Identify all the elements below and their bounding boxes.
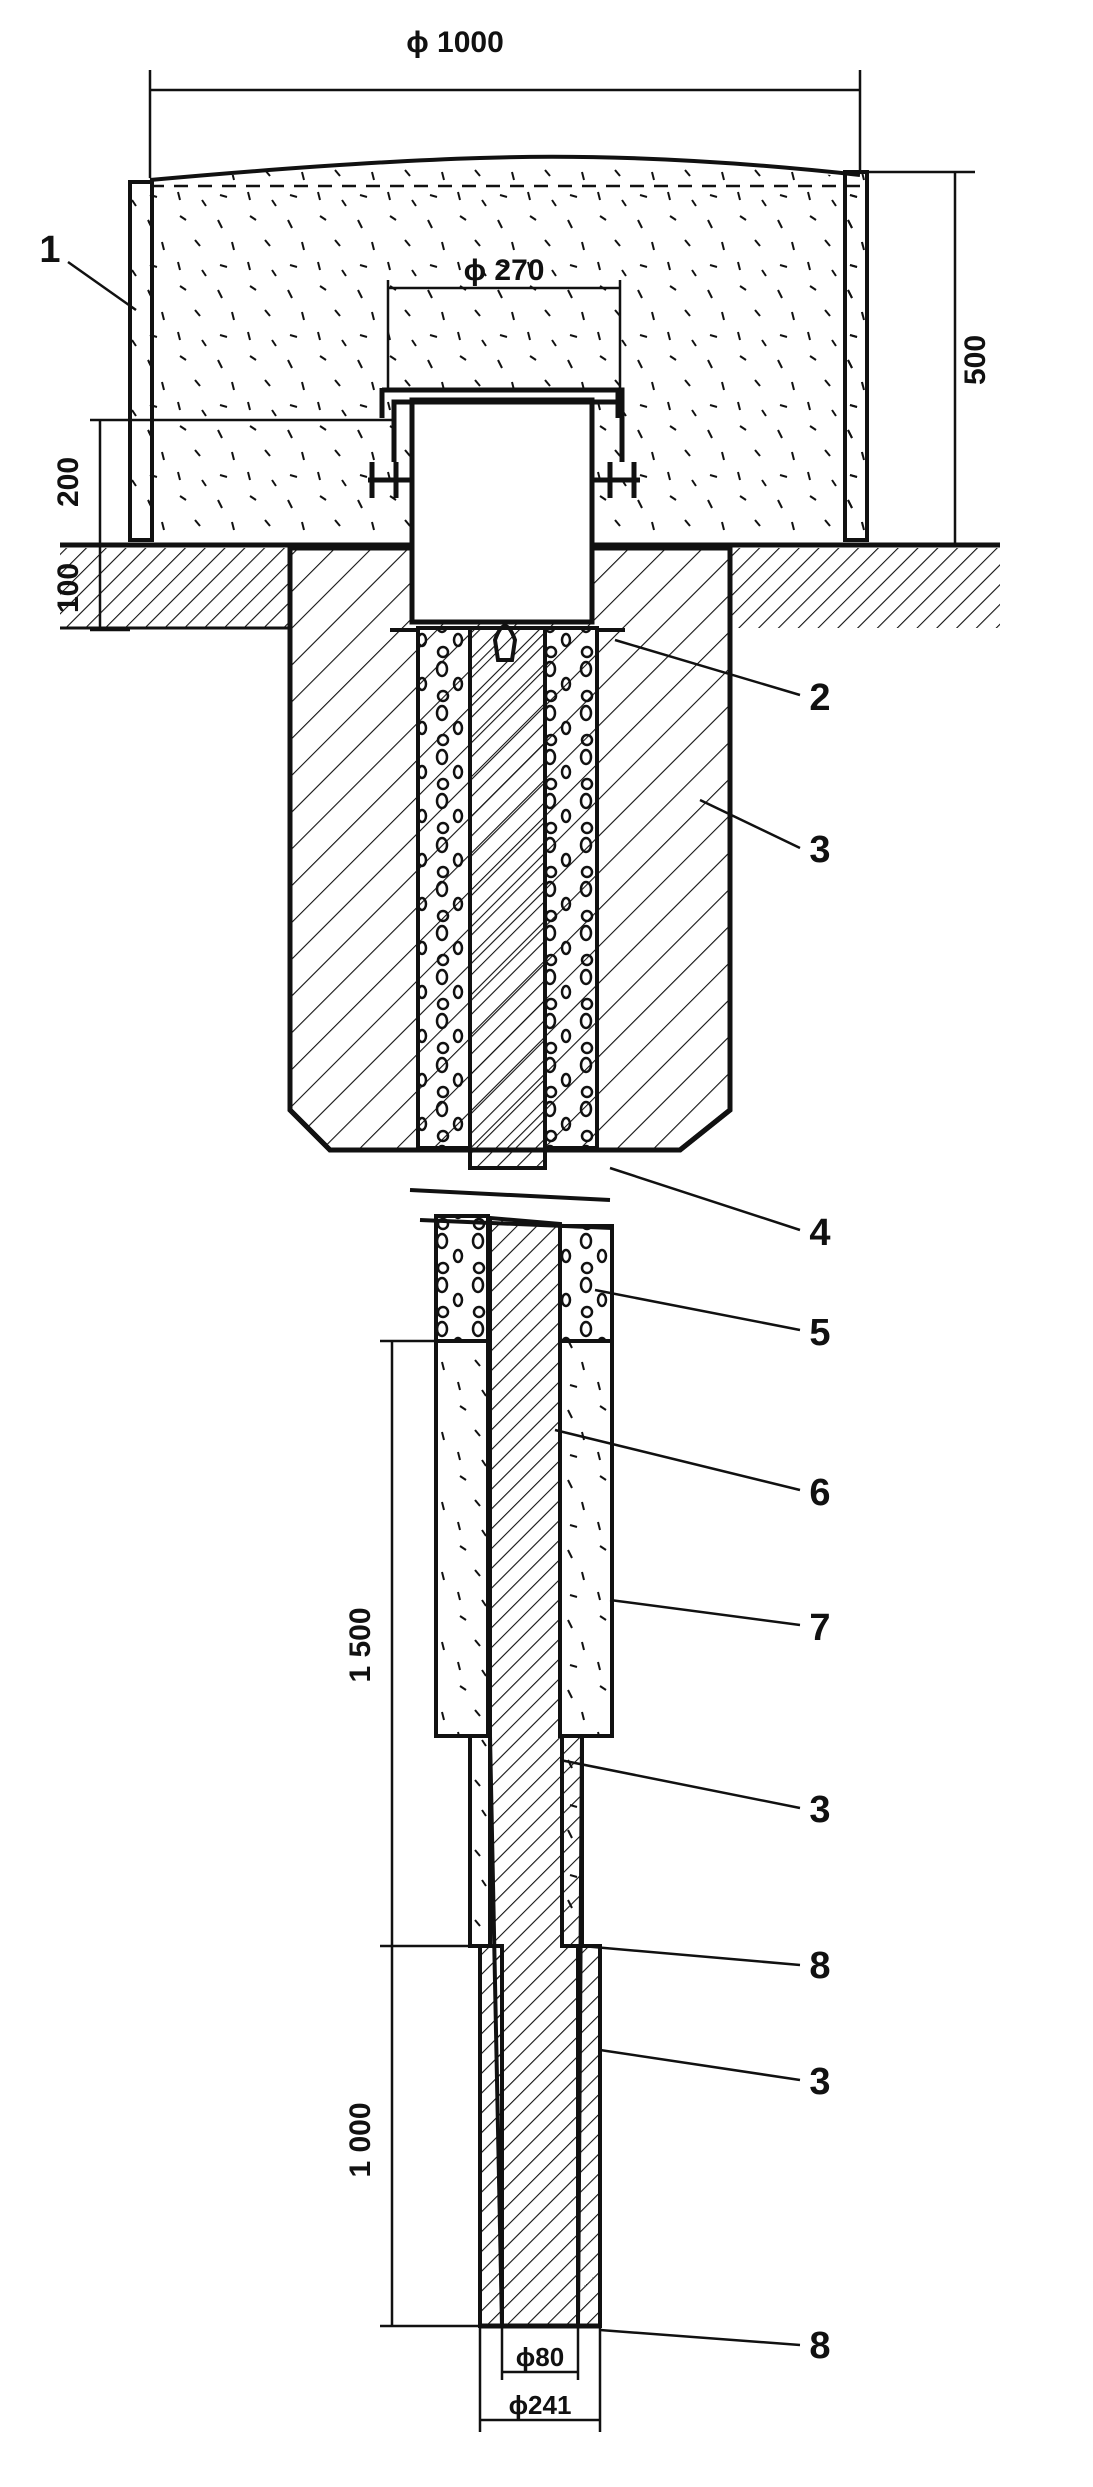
dim-cap-height: 200 [52,457,85,507]
callout-6: 6 [809,1472,830,1514]
bolt-left-icon [368,462,412,498]
callout-3b: 3 [809,1789,830,1831]
callout-2: 2 [809,677,830,719]
callout-4: 4 [809,1212,830,1254]
dim-upper-length: 1 500 [344,1607,377,1682]
callout-1: 1 [39,229,60,271]
bolt-right-icon [592,462,640,498]
dim-bore-diameter: ϕ241 [509,2390,572,2420]
dimension-lines [90,70,975,2432]
callout-5: 5 [809,1312,830,1354]
dim-lower-length: 1 000 [344,2102,377,2177]
lower-electrode [434,1214,614,2329]
dim-inner-diameter: ϕ80 [516,2342,564,2372]
dim-box-height: 500 [959,335,992,385]
callout-3a: 3 [809,829,830,871]
callout-7: 7 [809,1607,830,1649]
callout-numbers: 1 2 3 4 5 6 7 3 8 3 8 [39,229,830,2367]
callout-3c: 3 [809,2061,830,2103]
pipe-head [368,387,640,662]
dim-outer-diameter: ϕ 1000 [406,26,504,59]
dimension-labels: ϕ 1000 ϕ 270 500 200 100 1 500 1 000 ϕ80… [52,26,992,2420]
top-container [128,154,869,542]
callout-leaders [67,260,801,2347]
callout-8b: 8 [809,2325,830,2367]
callout-8a: 8 [809,1945,830,1987]
dim-pipe-diameter: ϕ 270 [464,254,545,287]
dim-plate-thickness: 100 [52,563,85,613]
upper-gravel-column [390,626,625,1170]
